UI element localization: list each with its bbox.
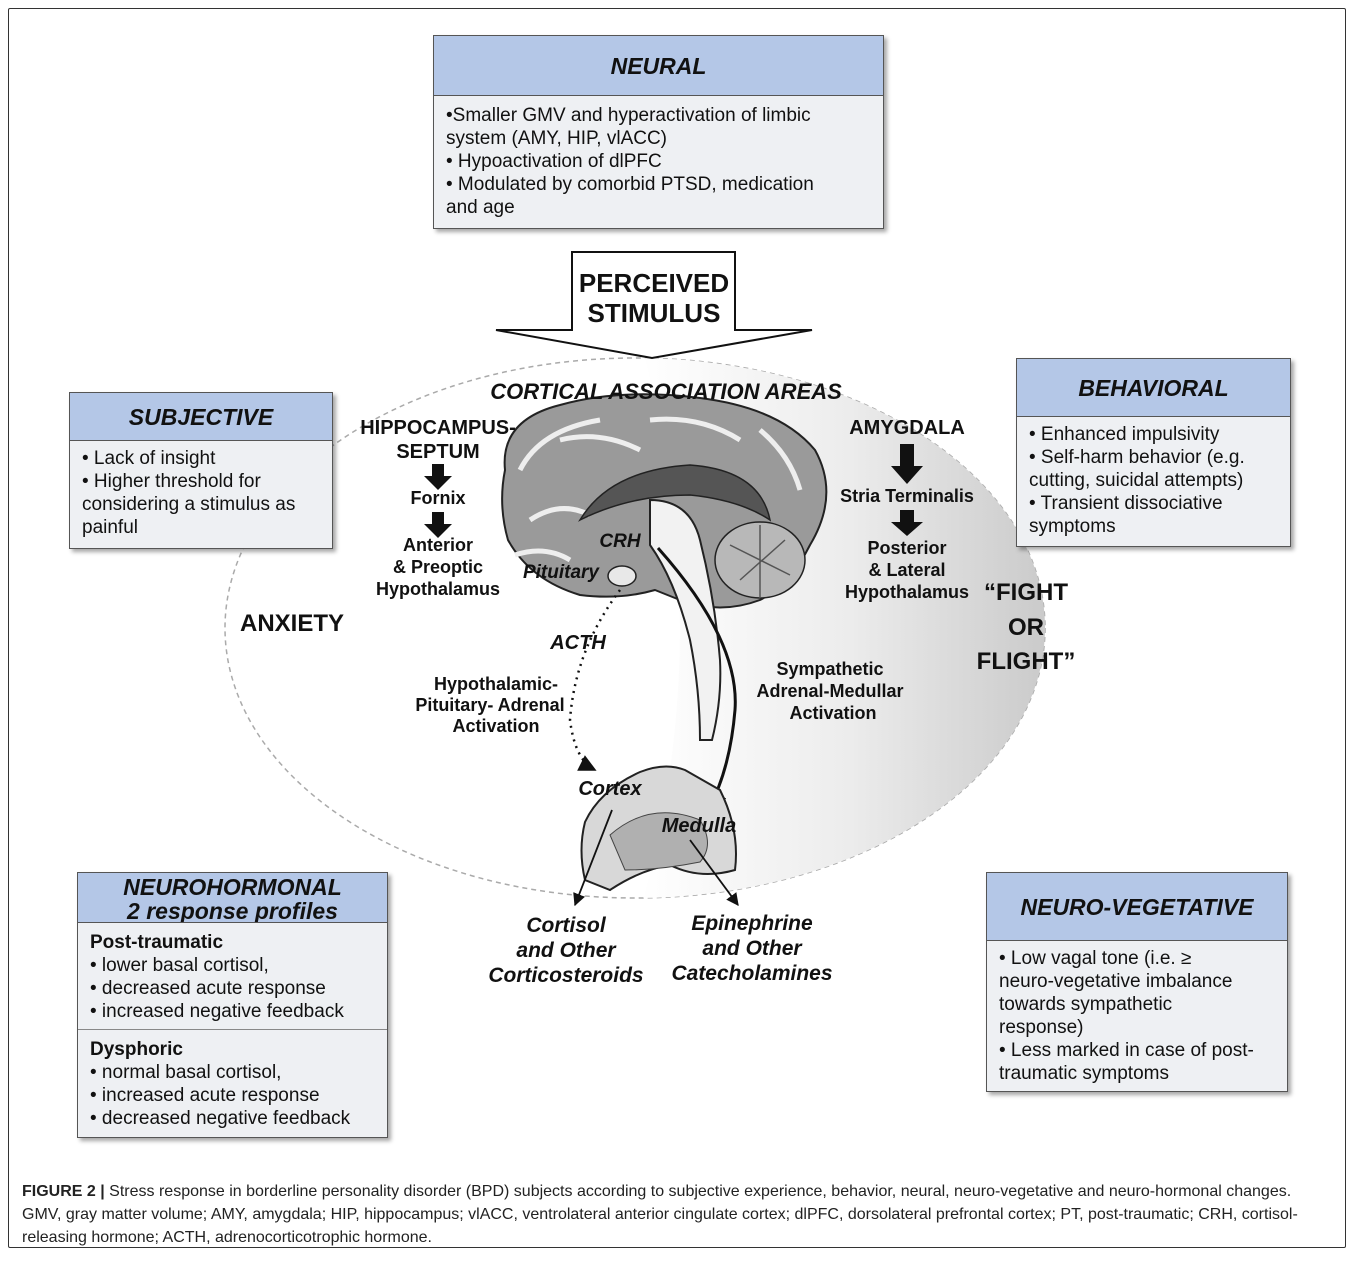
neuro-vegetative-line: • Low vagal tone (i.e. ≥ (999, 948, 1192, 969)
epinephrine-arrow (689, 839, 739, 907)
behavioral-line: • Self-harm behavior (e.g. (1029, 447, 1245, 468)
stimulus-label-2: STIMULUS (588, 298, 721, 328)
sam-solid-arrow (656, 547, 737, 812)
epinephrine-label-1: Epinephrine (691, 912, 813, 935)
neuro-vegetative-box: NEURO-VEGETATIVE • Low vagal tone (i.e. … (986, 872, 1288, 1092)
subjective-line: considering a stimulus as (82, 494, 296, 515)
neuro-vegetative-line: response) (999, 1017, 1084, 1038)
post-traumatic-line: • lower basal cortisol, (90, 955, 269, 976)
arrow-to-stria (891, 444, 923, 484)
behavioral-body: • Enhanced impulsivity • Self-harm behav… (1017, 417, 1290, 544)
neurohormonal-title: NEUROHORMONAL 2 response profiles (78, 873, 387, 923)
subjective-body: • Lack of insight • Higher threshold for… (70, 441, 332, 545)
behavioral-line: • Enhanced impulsivity (1029, 424, 1220, 445)
post-traumatic-heading: Post-traumatic (90, 932, 224, 953)
neuro-vegetative-line: traumatic symptoms (999, 1063, 1169, 1084)
subjective-box: SUBJECTIVE • Lack of insight • Higher th… (69, 392, 333, 549)
caption-text: Stress response in borderline personalit… (22, 1183, 1298, 1246)
subjective-line: • Lack of insight (82, 448, 216, 469)
dysphoric-section: Dysphoric • normal basal cortisol, • inc… (78, 1030, 387, 1136)
hippocampus-label-1: HIPPOCAMPUS- (360, 417, 516, 439)
stria-label: Stria Terminalis (840, 486, 974, 506)
cortex-label: Cortex (578, 778, 642, 800)
post-traumatic-line: • decreased acute response (90, 978, 326, 999)
neural-box: NEURAL •Smaller GMV and hyperactivation … (433, 35, 884, 229)
dysphoric-line: • normal basal cortisol, (90, 1062, 282, 1083)
fight-label-1: “FIGHT (984, 579, 1068, 606)
anterior-label-2: & Preoptic (393, 557, 483, 577)
medulla-label: Medulla (662, 815, 736, 837)
neuro-vegetative-line: • Less marked in case of post- (999, 1040, 1254, 1061)
crh-label: CRH (599, 531, 641, 552)
acth-label: ACTH (549, 632, 606, 654)
hpa-label-1: Hypothalamic- (434, 674, 558, 694)
neurohormonal-title-line1: NEUROHORMONAL (123, 874, 342, 900)
posterior-label-1: Posterior (867, 538, 946, 558)
arrow-to-anterior (424, 512, 452, 538)
sam-label-1: Sympathetic (776, 659, 883, 679)
dysphoric-line: • decreased negative feedback (90, 1108, 351, 1129)
anterior-label-1: Anterior (403, 535, 473, 555)
neuro-vegetative-body: • Low vagal tone (i.e. ≥ neuro-vegetativ… (987, 941, 1287, 1091)
neural-line: • Hypoactivation of dlPFC (446, 151, 662, 172)
sam-label-2: Adrenal-Medullar (756, 681, 903, 701)
cortisol-label-2: and Other (516, 939, 617, 962)
hippocampus-label-2: SEPTUM (396, 441, 479, 463)
dysphoric-heading: Dysphoric (90, 1039, 183, 1060)
neural-line: system (AMY, HIP, vlACC) (446, 128, 668, 149)
stimulus-label-1: PERCEIVED (579, 268, 729, 298)
neurohormonal-title-line2: 2 response profiles (127, 898, 338, 923)
cortisol-label-1: Cortisol (526, 914, 607, 937)
pituitary-label: Pituitary (523, 562, 600, 583)
figure-frame (8, 8, 1346, 1248)
post-traumatic-line: • increased negative feedback (90, 1001, 344, 1022)
neural-title: NEURAL (434, 36, 883, 96)
anterior-label-3: Hypothalamus (376, 579, 500, 599)
cortical-areas-label: CORTICAL ASSOCIATION AREAS (490, 379, 842, 404)
behavioral-line: symptoms (1029, 516, 1116, 537)
subjective-line: • Higher threshold for (82, 471, 261, 492)
behavioral-line: • Transient dissociative (1029, 493, 1223, 514)
neural-line: • Modulated by comorbid PTSD, medication (446, 174, 814, 195)
dysphoric-line: • increased acute response (90, 1085, 320, 1106)
epinephrine-label-3: Catecholamines (671, 962, 832, 985)
fornix-label: Fornix (410, 488, 465, 508)
neural-line: •Smaller GMV and hyperactivation of limb… (446, 105, 811, 126)
neurohormonal-box: NEUROHORMONAL 2 response profiles Post-t… (77, 872, 388, 1138)
subjective-title: SUBJECTIVE (70, 393, 332, 441)
cortisol-label-3: Corticosteroids (488, 964, 643, 987)
neuro-vegetative-line: neuro-vegetative imbalance (999, 971, 1233, 992)
neural-line: and age (446, 197, 515, 218)
stimulus-arrow (495, 251, 813, 360)
fight-label-3: FLIGHT” (977, 648, 1076, 675)
anxiety-label: ANXIETY (240, 610, 344, 637)
hpa-dotted-arrow (568, 589, 622, 772)
cortisol-arrow (573, 809, 613, 907)
caption-label: FIGURE 2 | (22, 1183, 105, 1200)
epinephrine-label-2: and Other (702, 937, 803, 960)
brain-illustration (501, 393, 828, 741)
post-traumatic-section: Post-traumatic • lower basal cortisol, •… (78, 923, 387, 1030)
neural-body: •Smaller GMV and hyperactivation of limb… (434, 96, 883, 225)
posterior-label-2: & Lateral (868, 560, 945, 580)
behavioral-line: cutting, suicidal attempts) (1029, 470, 1244, 491)
amygdala-label: AMYGDALA (849, 417, 965, 439)
subjective-line: painful (82, 517, 138, 538)
fight-label-2: OR (1008, 614, 1044, 641)
behavioral-title: BEHAVIORAL (1017, 359, 1290, 417)
neuro-vegetative-title: NEURO-VEGETATIVE (987, 873, 1287, 941)
hpa-label-2: Pituitary- Adrenal (415, 695, 564, 715)
arrow-to-fornix (424, 464, 452, 490)
hpa-label-3: Activation (452, 716, 539, 736)
arrow-to-posterior (891, 510, 923, 536)
figure-caption: FIGURE 2 | Stress response in borderline… (22, 1180, 1332, 1249)
posterior-label-3: Hypothalamus (845, 582, 969, 602)
sam-label-3: Activation (789, 703, 876, 723)
behavioral-box: BEHAVIORAL • Enhanced impulsivity • Self… (1016, 358, 1291, 547)
neuro-vegetative-line: towards sympathetic (999, 994, 1173, 1015)
